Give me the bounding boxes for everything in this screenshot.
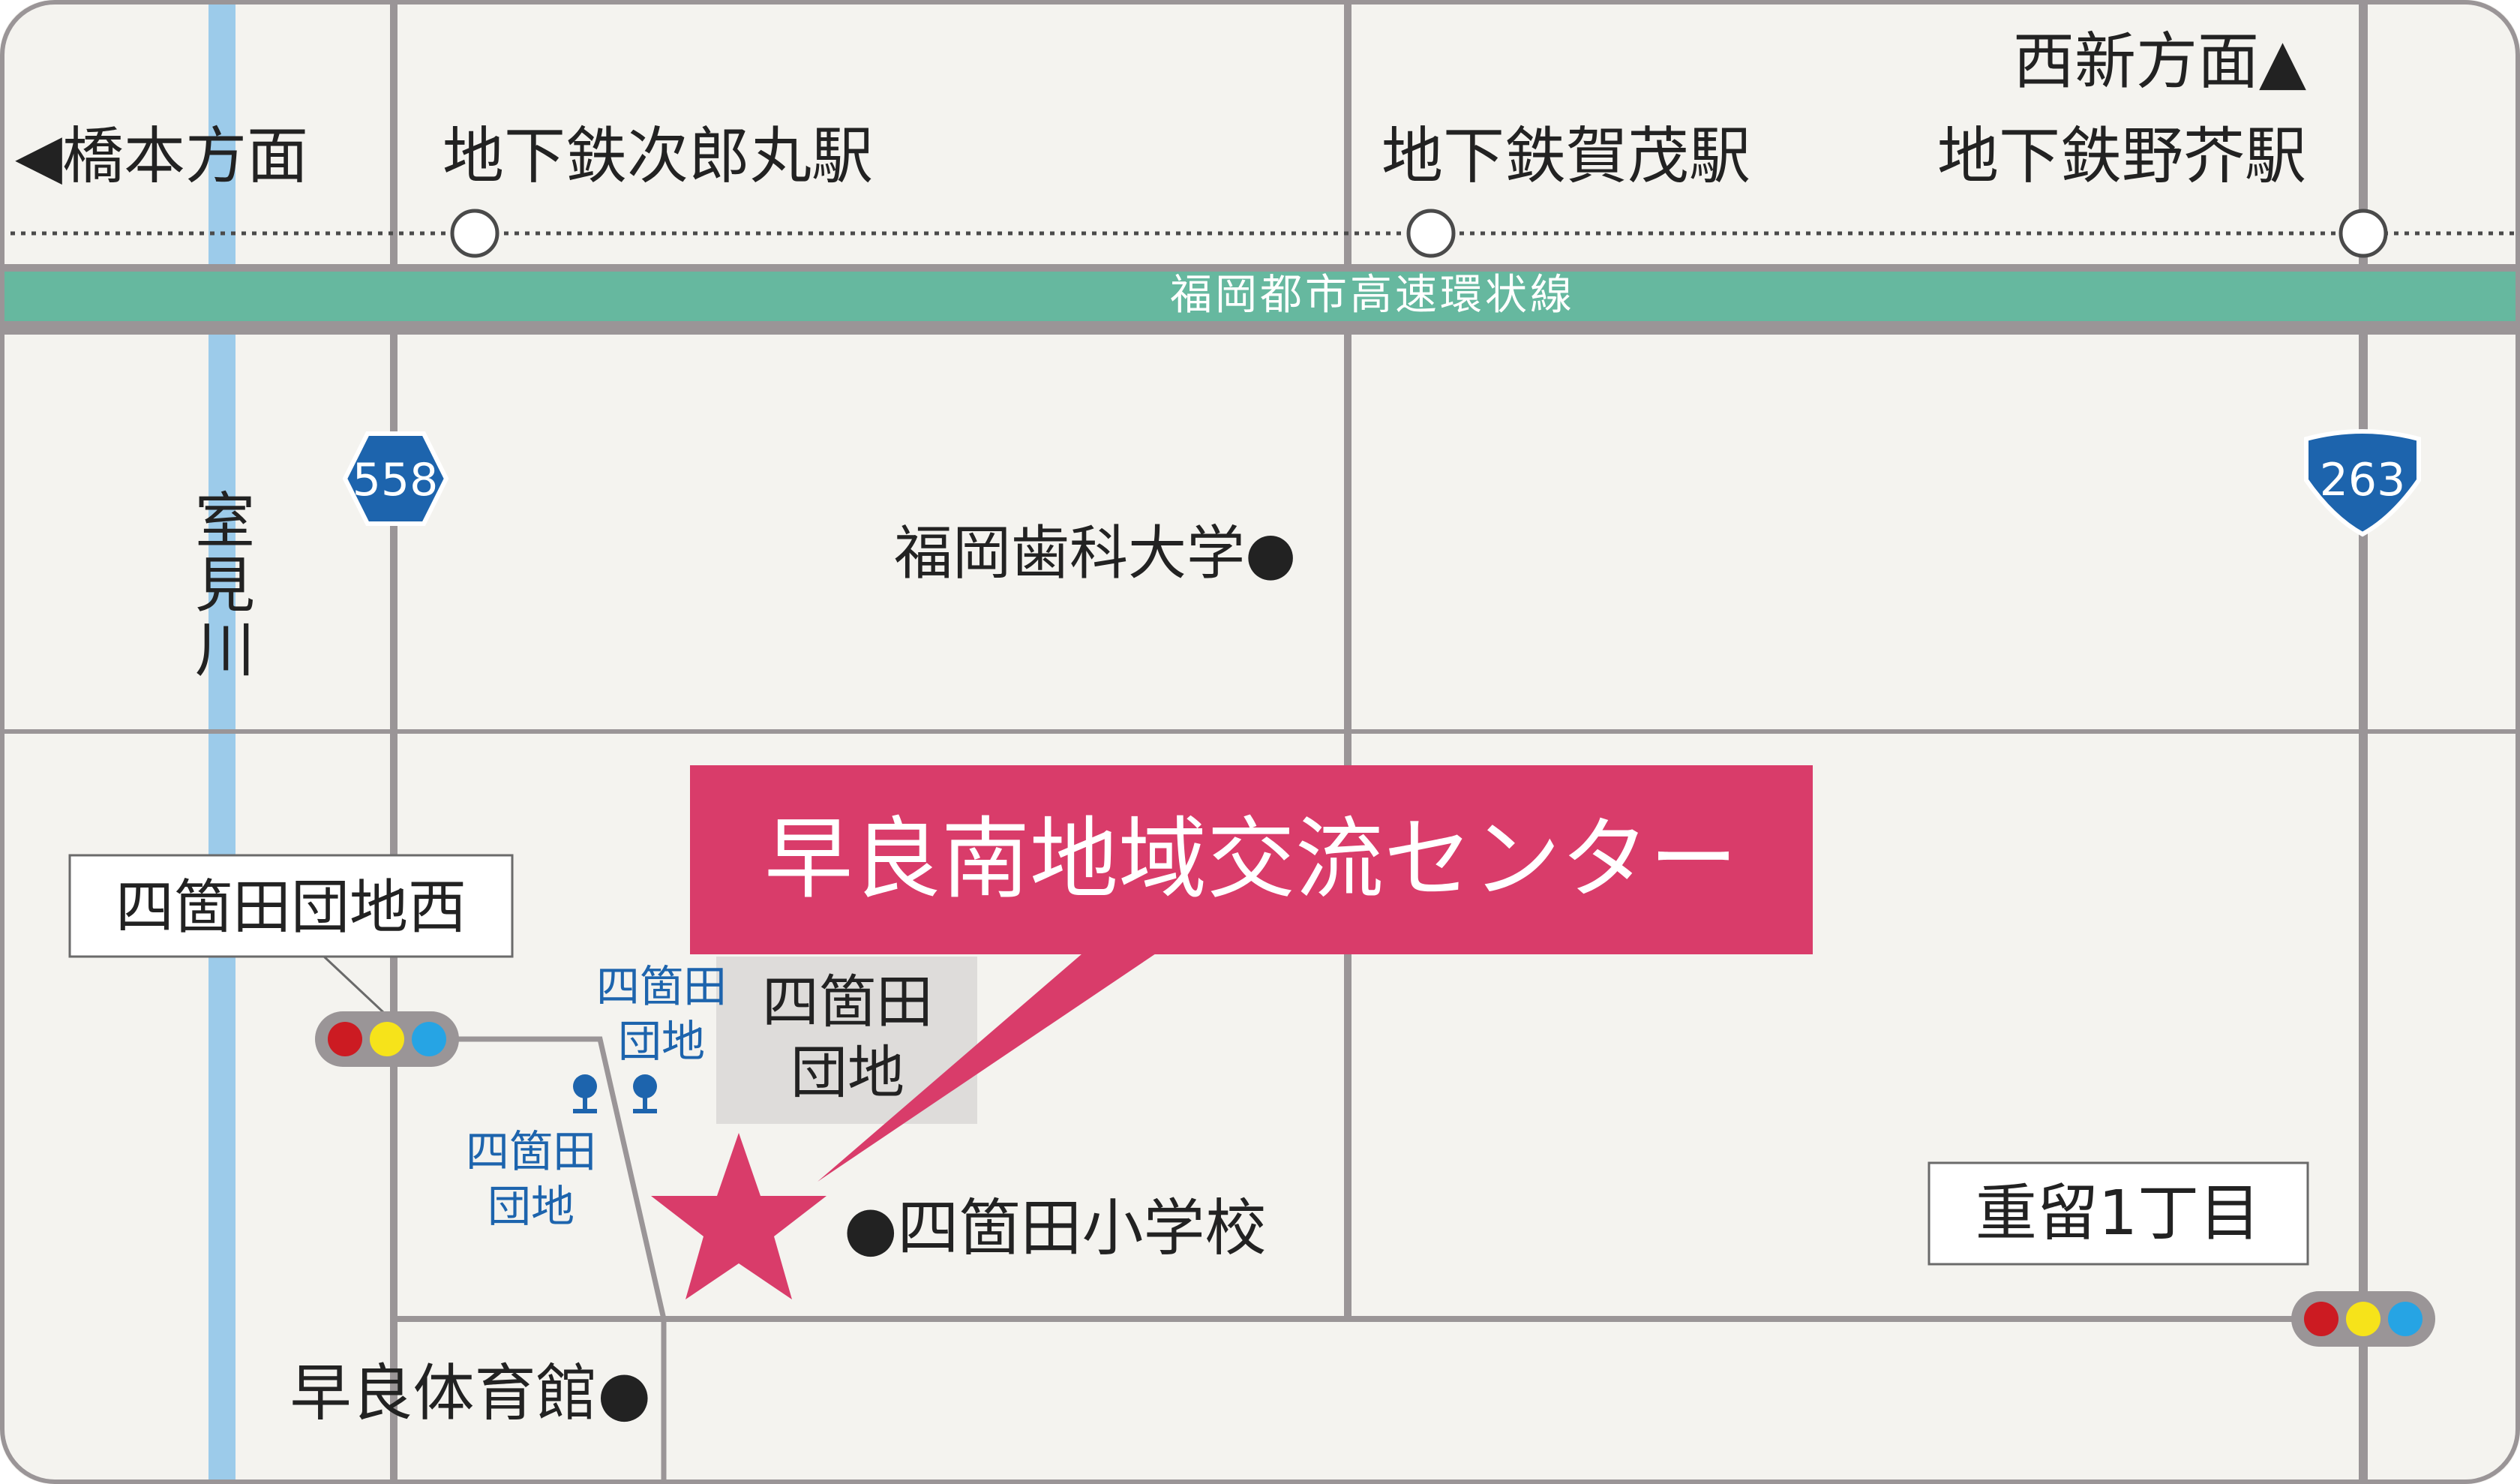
road-558: [390, 0, 398, 1484]
muromi-river: [208, 0, 236, 1484]
bus-stop-lower-label-1: 四箇田: [466, 1126, 596, 1177]
road-263: [2359, 0, 2368, 1484]
bus-stop-lower-label-2: 団地: [488, 1181, 574, 1232]
expressway-label: 福岡都市高速環状線: [1170, 271, 1575, 320]
intersection-shikada-danchi-nishi: 四箇田団地西: [116, 874, 466, 942]
station-jirokamaru-label: 地下鉄次郎丸駅: [442, 121, 873, 192]
direction-nishijin: 西新方面▲: [2013, 26, 2306, 98]
expressway-edge-top: [0, 264, 2520, 273]
danchi-label-line2: 団地: [790, 1039, 904, 1106]
bus-stop-upper-label-1: 四箇田: [596, 961, 727, 1012]
station-kamo-marker: [1406, 209, 1456, 258]
route-558-shield: [342, 431, 449, 526]
danchi-label-line1: 四箇田: [762, 969, 933, 1035]
destination-callout-pointer: [818, 949, 1162, 1182]
destination-star-icon: [651, 1133, 826, 1299]
expressway-band: [0, 272, 2520, 321]
bus-stop-icon: [633, 1074, 657, 1113]
direction-hashimoto: ◀橋本方面: [15, 121, 308, 192]
route-558-number: 558: [352, 454, 439, 506]
road-danchi-lane: [424, 1036, 667, 1484]
bus-stop-icon: [573, 1074, 597, 1113]
intersection-leader-line: [322, 955, 386, 1014]
landmark-sawara-gym: 早良体育館●: [290, 1358, 651, 1429]
station-jirokamaru-marker: [450, 209, 500, 258]
river-label-2: 見: [195, 551, 255, 620]
destination-callout: [690, 765, 1813, 954]
station-kamo-label: 地下鉄賀茂駅: [1382, 121, 1750, 192]
road-middle: [0, 729, 2520, 734]
landmark-dental-university: 福岡歯科大学●: [894, 520, 1296, 587]
river-label-1: 室: [195, 486, 255, 556]
intersection-shigetome: 重留1丁目: [1976, 1178, 2260, 1249]
road-kamo: [1344, 0, 1352, 1320]
road-bottom: [394, 1316, 2366, 1322]
traffic-signal-icon: [2291, 1291, 2435, 1347]
river-label-3: 川: [195, 615, 255, 685]
destination-name: 早良南地域交流センター: [764, 807, 1738, 911]
station-noke-marker: [2338, 209, 2388, 258]
route-263-number: 263: [2320, 454, 2406, 506]
intersection-label-box: [1928, 1161, 2309, 1266]
station-noke-label: 地下鉄野芥駅: [1937, 121, 2306, 192]
bus-stop-upper-label-2: 団地: [618, 1016, 705, 1067]
expressway-edge-bottom: [0, 321, 2520, 335]
intersection-label-box: [68, 854, 514, 958]
route-263-shield: [2304, 429, 2421, 537]
traffic-signal-icon: [315, 1011, 459, 1067]
landmark-elementary-school: ●四箇田小学校: [844, 1193, 1267, 1264]
